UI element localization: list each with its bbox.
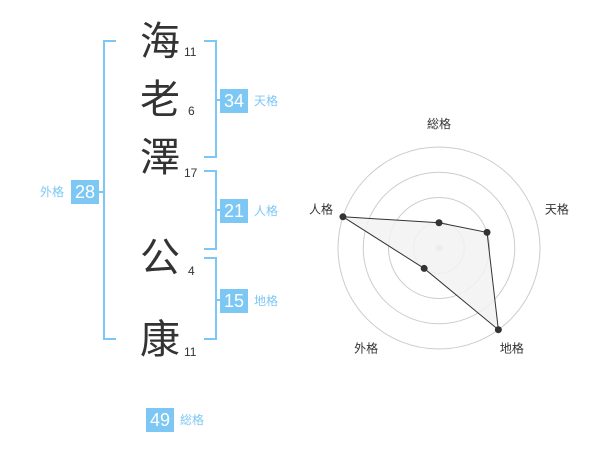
radar-point-4: [420, 264, 428, 272]
name-char-2: 老: [140, 77, 180, 123]
tenkaku-value: 34: [220, 89, 248, 113]
radar-point-5: [339, 213, 347, 221]
gaikaku-value: 28: [71, 180, 99, 204]
radar-axis-label-3: 地格: [500, 340, 524, 355]
gaikaku-label: 外格: [40, 185, 65, 199]
stroke-count-3: 17: [184, 166, 198, 180]
stroke-count-5: 11: [184, 345, 197, 359]
stroke-count-2: 6: [188, 104, 195, 118]
radar-axis-label-4: 外格: [354, 340, 378, 355]
radar-axis-label-5: 人格: [309, 202, 333, 217]
name-char-3: 澤: [140, 135, 180, 181]
radar-grid-ring-3: [362, 171, 516, 325]
jinkaku-value: 21: [220, 199, 248, 223]
chikaku-value: 15: [220, 289, 248, 313]
soukaku-label: 総格: [180, 413, 205, 427]
radar-point-3: [494, 326, 502, 334]
radar-axis-label-2: 天格: [545, 202, 569, 217]
soukaku-value: 49: [146, 408, 174, 432]
name-char-4: 公: [140, 235, 180, 281]
chikaku-label: 地格: [254, 294, 279, 308]
radar-data-polygon: [342, 216, 500, 331]
bracket-lines: [96, 40, 220, 340]
radar-point-2: [483, 228, 491, 236]
radar-point-1: [435, 219, 443, 227]
radar-grid-ring-4: [337, 146, 541, 350]
name-char-1: 海: [140, 19, 180, 65]
radar-axis-label-1: 総格: [427, 116, 451, 131]
tenkaku-label: 天格: [254, 94, 279, 108]
jinkaku-label: 人格: [254, 204, 279, 218]
name-char-5: 康: [140, 317, 180, 363]
stroke-count-4: 4: [188, 264, 195, 278]
stroke-count-1: 11: [184, 45, 197, 59]
radar-grid-ring-2: [388, 197, 490, 299]
